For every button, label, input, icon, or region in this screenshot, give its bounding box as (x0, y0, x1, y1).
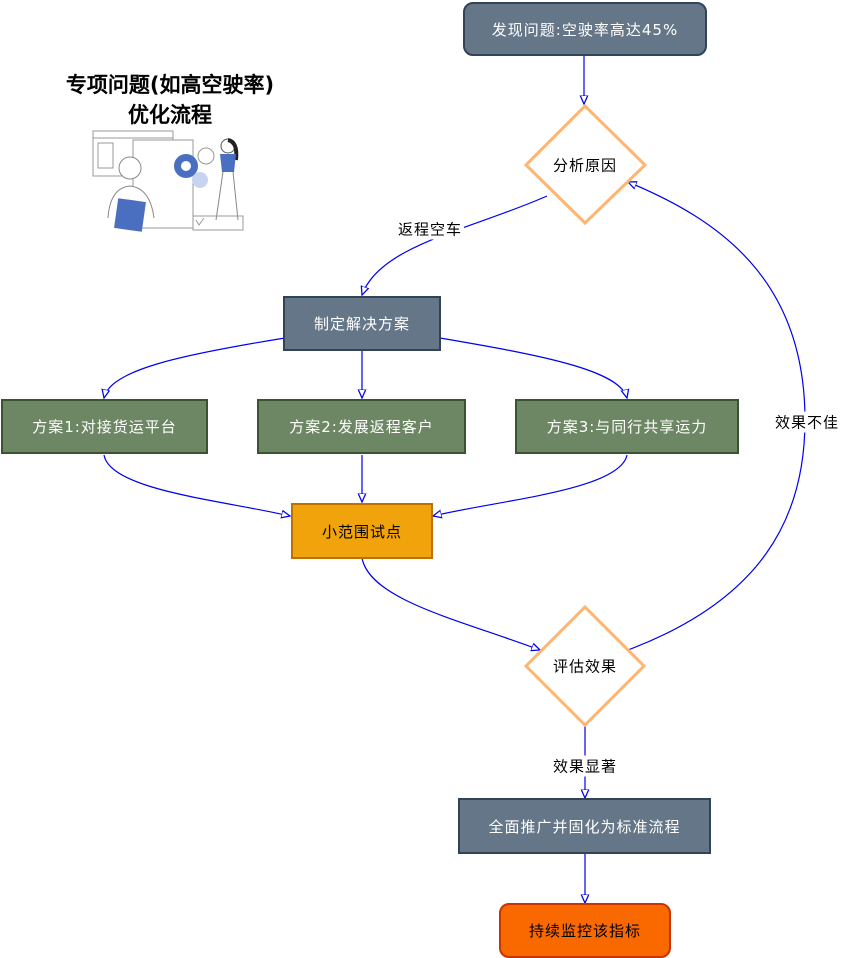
check-icon (195, 217, 205, 226)
diagram-title: 专项问题(如高空驶率) 优化流程 (50, 70, 290, 130)
node-problem-label: 发现问题:空驶率高达45% (491, 20, 679, 39)
woman-shirt (220, 154, 236, 172)
woman-legs (215, 171, 239, 221)
gear-hole (181, 161, 191, 171)
edge-analyze-to-plan (362, 195, 548, 295)
node-monitor-label: 持续监控该指标 (528, 922, 641, 940)
node-option1-label: 方案1:对接货运平台 (32, 418, 177, 436)
node-rollout[interactable]: 全面推广并固化为标准流程 (458, 798, 711, 854)
node-pilot[interactable]: 小范围试点 (291, 503, 433, 559)
node-option1[interactable]: 方案1:对接货运平台 (1, 399, 208, 454)
node-analyze-label[interactable]: 分析原因 (552, 156, 618, 175)
node-problem[interactable]: 发现问题:空驶率高达45% (463, 2, 707, 56)
node-monitor[interactable]: 持续监控该指标 (499, 903, 671, 958)
node-option3-label: 方案3:与同行共享运力 (546, 418, 708, 436)
person-head (118, 156, 142, 180)
node-plan-label: 制定解决方案 (313, 315, 410, 333)
edge-option1-to-pilot (103, 454, 290, 516)
edge-label-significant-effect: 效果显著 (550, 755, 620, 777)
diamond-evaluate (523, 604, 647, 728)
edge-label-return-empty: 返程空车 (395, 218, 465, 240)
gear-icon-small (192, 172, 208, 188)
title-line-2: 优化流程 (128, 103, 212, 127)
checklist (192, 215, 244, 231)
diamond-analyze (523, 103, 648, 226)
gear-icon-outline (197, 147, 215, 165)
node-option2-label: 方案2:发展返程客户 (289, 418, 434, 436)
woman-hair (227, 138, 239, 161)
node-plan[interactable]: 制定解决方案 (283, 296, 441, 351)
edge-pilot-to-evaluate (361, 557, 540, 650)
node-option3[interactable]: 方案3:与同行共享运力 (515, 399, 739, 454)
node-rollout-label: 全面推广并固化为标准流程 (488, 817, 681, 836)
edge-plan-to-option1 (104, 337, 286, 398)
node-option2[interactable]: 方案2:发展返程客户 (257, 399, 466, 454)
node-evaluate-label[interactable]: 评估效果 (552, 657, 618, 676)
clipboard-icon (114, 198, 146, 232)
node-pilot-label: 小范围试点 (321, 522, 402, 541)
window-panel (97, 142, 114, 169)
edge-label-poor-effect: 效果不佳 (772, 411, 842, 433)
edge-plan-to-option3 (439, 337, 627, 398)
edge-option3-to-pilot (433, 454, 628, 516)
team-gears-illustration (92, 130, 244, 232)
title-line-1: 专项问题(如高空驶率) (65, 73, 275, 97)
